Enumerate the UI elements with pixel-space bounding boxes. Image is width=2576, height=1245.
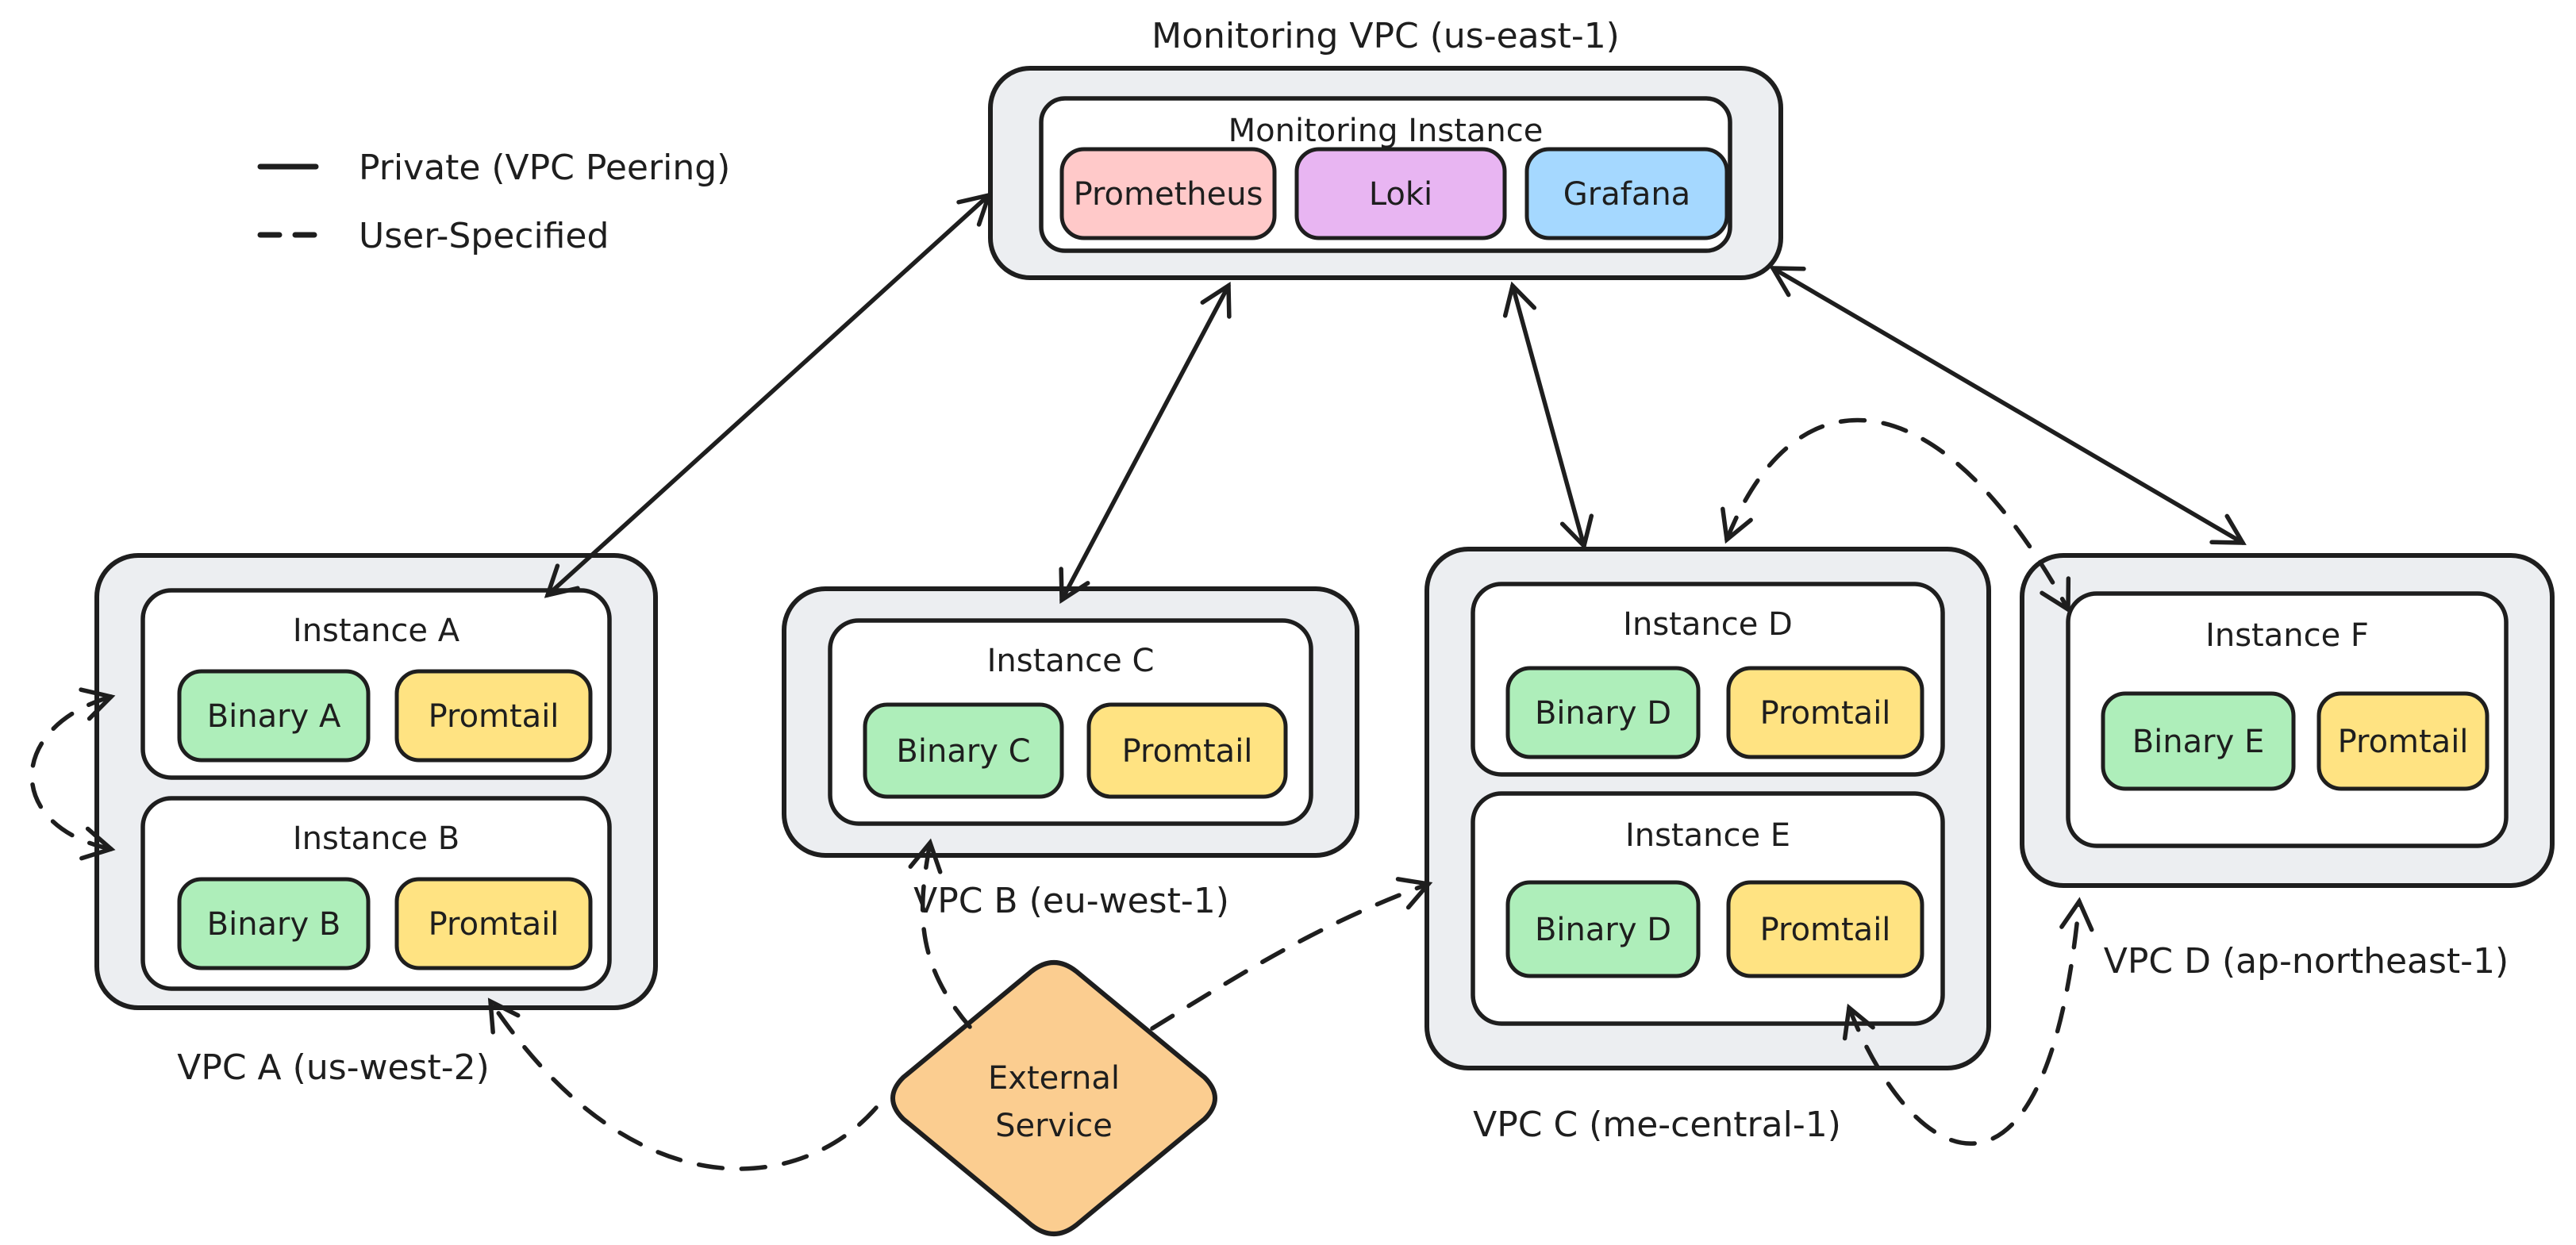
promtail-e-label: Promtail bbox=[1760, 912, 1891, 948]
external-service: External Service bbox=[890, 960, 1217, 1236]
edge-external-to-instance-e bbox=[1150, 877, 1433, 1031]
binary-d-chip bbox=[1505, 666, 1701, 759]
binary-e-chip bbox=[2101, 691, 2296, 791]
instance-c-title: Instance C bbox=[987, 643, 1155, 679]
binary-c-label: Binary C bbox=[896, 733, 1030, 770]
edge-instance-e-to-instance-f bbox=[1842, 897, 2094, 1146]
legend: Private (VPC Peering) User-Specified bbox=[257, 148, 730, 256]
vpc-d: Instance F Binary E Promtail VPC D (ap-n… bbox=[2020, 553, 2555, 982]
legend-private-label: Private (VPC Peering) bbox=[359, 148, 730, 188]
binary-b-label: Binary B bbox=[207, 906, 341, 943]
promtail-c-chip bbox=[1086, 702, 1288, 799]
external-service-label-line1: External bbox=[988, 1060, 1120, 1097]
external-service-label-line2: Service bbox=[995, 1108, 1113, 1144]
edge-monitoring-to-vpc-d bbox=[1769, 266, 2247, 545]
private-peering-edges bbox=[544, 192, 2247, 604]
loki-chip bbox=[1294, 147, 1507, 240]
promtail-b-chip bbox=[394, 877, 593, 970]
user-specified-edges bbox=[29, 417, 2094, 1171]
vpc-c: Instance D Binary D Promtail Instance E … bbox=[1424, 547, 1991, 1145]
instance-d-title: Instance D bbox=[1623, 606, 1793, 643]
edge-instance-a-to-instance-b bbox=[29, 687, 116, 861]
binary-e-instance-label: Binary D bbox=[1535, 912, 1671, 948]
vpc-b-title: VPC B (eu-west-1) bbox=[913, 881, 1229, 921]
binary-b-chip bbox=[177, 877, 371, 970]
promtail-f-chip bbox=[2316, 691, 2489, 791]
binary-c-chip bbox=[863, 702, 1064, 799]
instance-e-title: Instance E bbox=[1625, 817, 1790, 854]
promtail-d-chip bbox=[1726, 666, 1924, 759]
vpc-d-title: VPC D (ap-northeast-1) bbox=[2104, 941, 2509, 982]
edge-external-to-instance-b bbox=[487, 997, 879, 1171]
instance-f-title: Instance F bbox=[2205, 617, 2369, 654]
vpc-b: Instance C Binary C Promtail VPC B (eu-w… bbox=[782, 586, 1359, 921]
promtail-f-label: Promtail bbox=[2338, 724, 2469, 760]
binary-a-chip bbox=[177, 669, 371, 763]
external-service-diamond bbox=[890, 960, 1217, 1236]
promtail-b-label: Promtail bbox=[429, 906, 559, 943]
legend-user-specified-label: User-Specified bbox=[359, 216, 609, 256]
binary-d-label: Binary D bbox=[1535, 695, 1671, 732]
vpc-c-title: VPC C (me-central-1) bbox=[1473, 1105, 1841, 1145]
edge-monitoring-to-vpc-a bbox=[544, 192, 993, 598]
promtail-c-label: Promtail bbox=[1122, 733, 1253, 770]
binary-a-label: Binary A bbox=[207, 698, 341, 735]
monitoring-vpc-title: Monitoring VPC (us-east-1) bbox=[1152, 16, 1620, 56]
prometheus-chip bbox=[1059, 147, 1277, 240]
edge-monitoring-to-vpc-c bbox=[1502, 281, 1594, 551]
prometheus-label: Prometheus bbox=[1074, 176, 1263, 213]
vpc-a: Instance A Binary A Promtail Instance B … bbox=[94, 553, 658, 1088]
binary-e-label: Binary E bbox=[2132, 724, 2265, 760]
grafana-label: Grafana bbox=[1563, 176, 1690, 213]
instance-a-title: Instance A bbox=[293, 613, 460, 649]
grafana-chip bbox=[1524, 147, 1729, 240]
edge-monitoring-to-vpc-b bbox=[1059, 282, 1232, 604]
edge-external-to-instance-c bbox=[908, 838, 972, 1029]
promtail-a-label: Promtail bbox=[429, 698, 559, 735]
instance-b-title: Instance B bbox=[293, 820, 459, 857]
loki-label: Loki bbox=[1369, 176, 1432, 213]
vpc-a-title: VPC A (us-west-2) bbox=[177, 1047, 490, 1088]
binary-e-instance-chip bbox=[1505, 880, 1701, 978]
promtail-d-label: Promtail bbox=[1760, 695, 1891, 732]
monitoring-instance-title: Monitoring Instance bbox=[1228, 113, 1544, 149]
promtail-a-chip bbox=[394, 669, 593, 763]
monitoring-vpc: Monitoring VPC (us-east-1) Monitoring In… bbox=[988, 16, 1783, 280]
